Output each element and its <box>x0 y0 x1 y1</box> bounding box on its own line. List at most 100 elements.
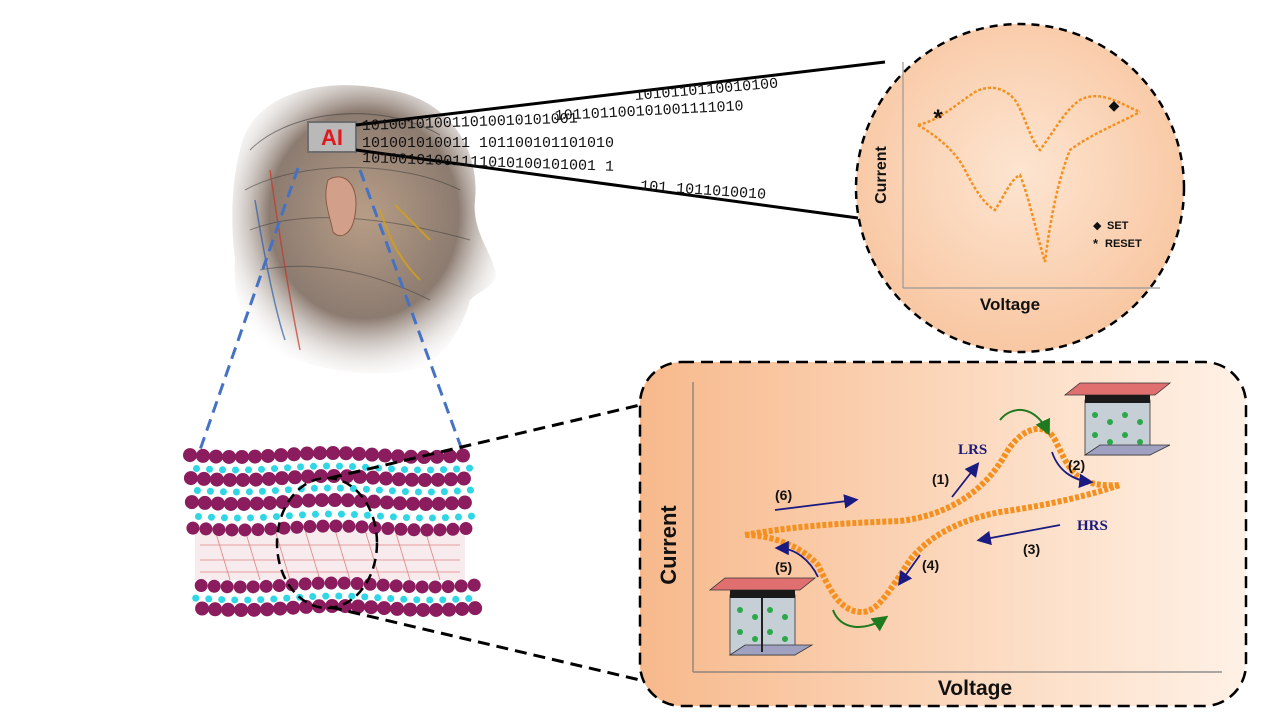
lattice-atom <box>402 514 410 522</box>
lattice-atom <box>336 462 344 470</box>
lattice-atom <box>368 521 382 535</box>
crystal-core <box>195 530 465 580</box>
legend-reset-label: RESET <box>1105 238 1142 250</box>
lattice-atom <box>456 448 470 463</box>
arrow-step-2 <box>1051 451 1094 488</box>
lattice-atom <box>374 594 382 602</box>
lattice-atom <box>303 520 317 534</box>
reset-marker: * <box>933 105 943 132</box>
lattice-atom <box>186 521 200 535</box>
lattice-atom <box>234 602 249 617</box>
lattice-atom <box>401 466 409 474</box>
set-marker: ◆ <box>1109 98 1120 114</box>
lattice-atom <box>210 496 225 511</box>
lattice-atom <box>299 599 314 614</box>
lattice-atom <box>218 596 226 604</box>
lattice-atom <box>350 511 358 519</box>
lattice-atom <box>236 496 251 511</box>
lattice-atom <box>232 488 240 496</box>
lattice-atom <box>466 464 474 472</box>
step-label-5: (5) <box>775 559 792 575</box>
step-label-1: (1) <box>932 471 949 487</box>
lattice-atom <box>407 523 421 537</box>
lattice-atom <box>193 464 201 472</box>
lattice-atom <box>415 580 429 594</box>
lattice-atom <box>420 523 434 537</box>
step-label-6: (6) <box>775 487 792 503</box>
lattice-atom <box>233 580 247 594</box>
lattice-atom <box>286 600 301 615</box>
lattice-atom <box>361 593 369 601</box>
lattice-atom <box>414 466 422 474</box>
lattice-atom <box>222 472 237 487</box>
lattice-atom <box>442 602 457 617</box>
lower-plot: Current Voltage LRS HRS (1) (2) (3) (4) … <box>638 360 1248 708</box>
lattice-atom <box>443 472 458 487</box>
lattice-atom <box>208 602 223 617</box>
lattice-atom <box>431 496 446 511</box>
lattice-atom <box>402 580 416 594</box>
lattice-atom <box>298 511 306 519</box>
lattice-atom <box>209 472 224 487</box>
lattice-atom <box>433 523 447 537</box>
lrs-label: LRS <box>958 442 987 458</box>
lattice-atom <box>311 576 325 590</box>
lattice-atom <box>342 519 356 533</box>
lattice-atom <box>297 463 305 471</box>
lattice-atom <box>426 596 434 604</box>
lattice-atom <box>348 592 356 600</box>
lattice-atom <box>283 594 291 602</box>
lattice-atom <box>377 601 392 616</box>
lattice-atom <box>465 595 473 603</box>
lattice-atom <box>430 472 445 487</box>
lattice-atom <box>468 601 483 616</box>
arrow-step-1 <box>951 462 980 498</box>
upper-curve-top <box>917 86 1141 152</box>
lattice-atom <box>453 487 461 495</box>
lattice-atom <box>391 472 406 487</box>
lattice-atom <box>220 514 228 522</box>
lattice-atom <box>376 578 390 592</box>
lattice-atom <box>351 599 366 614</box>
lattice-atom <box>219 466 227 474</box>
lattice-atom <box>326 446 340 461</box>
binary-stream-2: 101101100101001111010 <box>554 98 744 125</box>
lattice-atom <box>301 493 316 508</box>
lattice-atom <box>233 514 241 522</box>
lattice-atom <box>249 496 264 511</box>
lattice-atom <box>322 592 330 600</box>
lower-xlabel: Voltage <box>938 677 1012 700</box>
arrow-step-5 <box>774 540 819 578</box>
head-to-crystal-right <box>358 169 464 451</box>
lattice-atom <box>418 497 433 511</box>
lattice-atom <box>429 602 444 617</box>
hrs-label: HRS <box>1077 518 1108 534</box>
lattice-atom <box>196 448 210 463</box>
lattice-atom <box>391 449 405 464</box>
lattice-atom <box>352 446 366 461</box>
lattice-atom <box>285 578 299 592</box>
lattice-atom <box>417 473 432 487</box>
lattice-atom <box>212 523 226 537</box>
lattice-atom <box>274 471 289 486</box>
lattice-atom <box>235 449 249 464</box>
lattice-atom <box>440 466 448 474</box>
lattice-atom <box>329 519 343 533</box>
lattice-atom <box>323 484 331 492</box>
hysteresis-loop <box>744 426 1121 616</box>
lattice-atom <box>205 595 213 603</box>
lattice-atom <box>261 448 275 463</box>
legend-set-label: SET <box>1107 220 1129 232</box>
lattice-atom <box>350 577 364 591</box>
lattice-atom <box>466 486 474 494</box>
lattice-atom <box>444 496 459 511</box>
lattice-atom <box>452 595 460 603</box>
lattice-atom <box>389 513 397 521</box>
lattice-atom <box>196 471 211 486</box>
lattice-atom <box>310 462 318 470</box>
lattice-atom <box>324 576 338 590</box>
lattice-atom <box>195 601 210 616</box>
lattice-atom <box>428 580 442 594</box>
lattice-atom <box>337 510 345 518</box>
